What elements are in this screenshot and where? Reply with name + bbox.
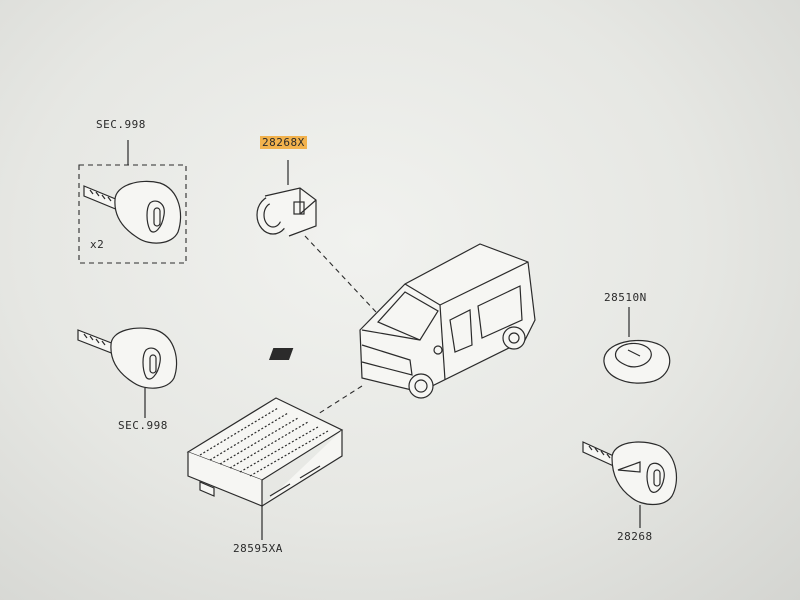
label-sec-bottom[interactable]: SEC.998 [118, 419, 168, 432]
dashed-link-cylinder [304, 235, 377, 313]
key-icon[interactable] [83, 180, 182, 244]
label-part-module[interactable]: 28595XA [233, 542, 283, 555]
key-icon[interactable] [582, 441, 678, 506]
key-group-box [78, 164, 187, 264]
key-cylinder-icon[interactable] [256, 187, 317, 237]
label-sec-top[interactable]: SEC.998 [96, 118, 146, 131]
label-part-cylinder[interactable]: 28268X [260, 136, 307, 149]
label-part-key[interactable]: 28268 [617, 530, 653, 543]
label-part-fob[interactable]: 28510N [604, 291, 647, 304]
control-module-icon[interactable] [186, 397, 344, 507]
van-icon[interactable] [268, 243, 536, 399]
label-qty: x2 [90, 238, 105, 251]
remote-fob-icon[interactable] [603, 339, 671, 384]
key-icon[interactable] [77, 327, 178, 389]
dashed-link-module [317, 385, 363, 415]
